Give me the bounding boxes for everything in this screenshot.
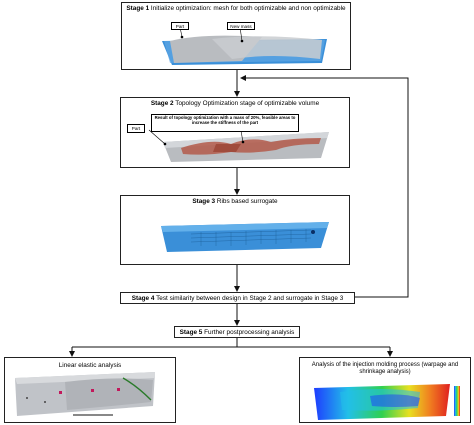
stage1-text: Initialize optimization: mesh for both o…	[149, 5, 346, 12]
stage1-label: Stage 1	[126, 5, 150, 12]
stage2-label: Stage 2	[150, 100, 174, 107]
stage3-part-image	[161, 222, 329, 252]
stage1-part-callout: Part	[171, 22, 189, 30]
stage3-title: Stage 3 Ribs based surrogate	[121, 198, 349, 205]
linear-elastic-analysis-box: Linear elastic analysis	[4, 357, 176, 423]
stage5-title: Stage 5 Further postprocessing analysis	[175, 329, 299, 336]
stage1-new-mass-callout: New mass	[227, 22, 255, 30]
stage4-text: Test similarity between design in Stage …	[154, 295, 344, 302]
stage5-text: Further postprocessing analysis	[202, 329, 295, 336]
stage2-box: Stage 2 Topology Optimization stage of o…	[120, 97, 350, 168]
stage4-label: Stage 4	[131, 295, 155, 302]
stage5-box: Stage 5 Further postprocessing analysis	[174, 326, 300, 338]
stage2-part-callout: Part	[127, 124, 145, 133]
injection-molding-image	[314, 384, 460, 420]
linear-elastic-title: Linear elastic analysis	[58, 362, 122, 369]
injection-molding-analysis-box: Analysis of the injection molding proces…	[299, 357, 471, 423]
stage2-title: Stage 2 Topology Optimization stage of o…	[121, 100, 349, 107]
stage4-box: Stage 4 Test similarity between design i…	[120, 292, 355, 304]
linear-elastic-image	[15, 372, 155, 416]
stage4-title: Stage 4 Test similarity between design i…	[121, 295, 354, 302]
stage1-box: Stage 1 Initialize optimization: mesh fo…	[121, 2, 351, 70]
stage3-text: Ribs based surrogate	[215, 198, 278, 205]
stage3-label: Stage 3	[192, 198, 216, 205]
stage2-result-callout: Result of topology optimization with a m…	[151, 114, 299, 132]
stage5-label: Stage 5	[179, 329, 203, 336]
stage2-text: Topology Optimization stage of optimizab…	[173, 100, 320, 107]
injection-molding-title: Analysis of the injection molding proces…	[311, 362, 459, 376]
stage1-title: Stage 1 Initialize optimization: mesh fo…	[122, 5, 350, 12]
stage3-box: Stage 3 Ribs based surrogate	[120, 195, 350, 265]
stage1-part-image	[162, 26, 327, 65]
feedback-loop-arrow	[240, 75, 409, 298]
stage2-part-image	[148, 129, 329, 162]
